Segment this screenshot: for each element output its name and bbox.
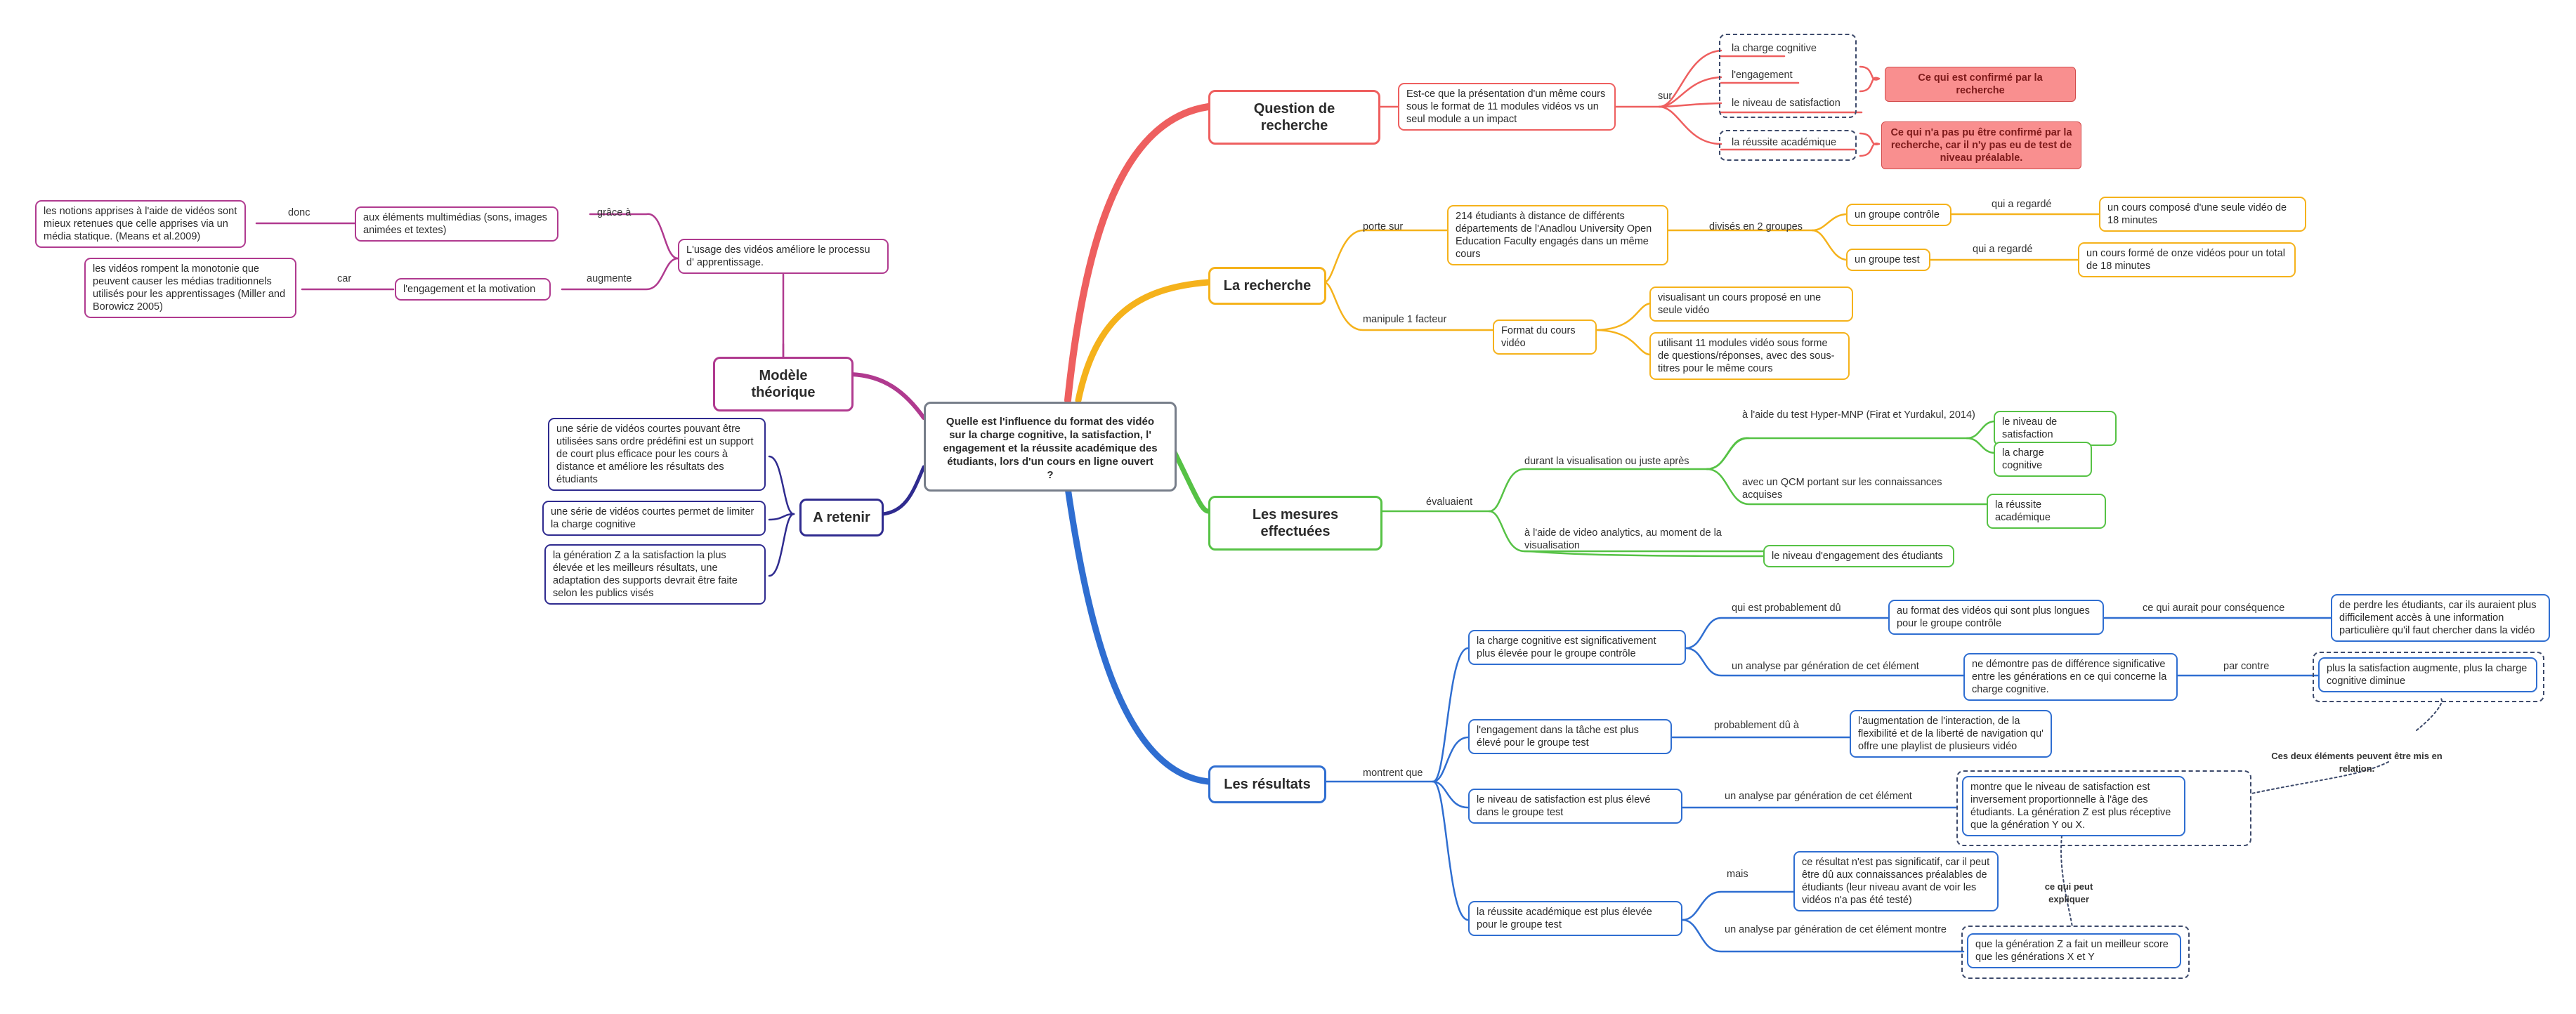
- retenir-item-2[interactable]: une série de vidéos courtes permet de li…: [542, 501, 766, 536]
- note-expliquer: ce qui peut expliquer: [2044, 881, 2093, 904]
- note-confirmed: Ce qui est confirmé par la recherche: [1885, 67, 2076, 102]
- label-analyse-generation-1: un analyse par génération de cet élément: [1732, 661, 1919, 672]
- label-par-contre: par contre: [2223, 661, 2270, 672]
- retenir-item-1[interactable]: une série de vidéos courtes pouvant être…: [548, 418, 766, 491]
- mesure-reussite[interactable]: la réussite académique: [1987, 494, 2106, 529]
- engagement-motivation[interactable]: l'engagement et la motivation: [395, 278, 551, 301]
- label-augmente: augmente: [587, 273, 632, 284]
- label-qui-a-regarde-controle: qui a regardé: [1992, 199, 2052, 210]
- item-niveau-satisfaction[interactable]: le niveau de satisfaction: [1732, 98, 1841, 109]
- resultat-non-significatif[interactable]: ce résultat n'est pas significatif, car …: [1793, 851, 1999, 911]
- usage-videos[interactable]: L'usage des vidéos améliore le processu …: [678, 239, 889, 274]
- label-analyse-generation-2: un analyse par génération de cet élément: [1725, 791, 1912, 802]
- branch-modele: [849, 372, 926, 420]
- format-cours-video[interactable]: Format du cours vidéo: [1493, 320, 1597, 355]
- item-reussite-academique[interactable]: la réussite académique: [1732, 137, 1837, 148]
- label-qui-a-regarde-test: qui a regardé: [1973, 244, 2033, 255]
- format-11-modules[interactable]: utilisant 11 modules vidéo sous forme de…: [1649, 332, 1850, 380]
- pas-difference-generations[interactable]: ne démontre pas de différence significat…: [1963, 653, 2178, 701]
- satisfaction-charge-relation[interactable]: plus la satisfaction augmente, plus la c…: [2318, 657, 2537, 692]
- a-retenir-node[interactable]: A retenir: [799, 499, 884, 536]
- dashed-group-not-confirmed: [1719, 130, 1857, 161]
- la-recherche-node[interactable]: La recherche: [1208, 267, 1326, 305]
- label-donc: donc: [288, 207, 310, 218]
- cours-controle[interactable]: un cours composé d'une seule vidéo de 18…: [2099, 197, 2306, 232]
- note-not-confirmed: Ce qui n'a pas pu être confirmé par la r…: [1881, 121, 2081, 169]
- label-divises-2-groupes: divisés en 2 groupes: [1709, 221, 1803, 232]
- resultat-engagement[interactable]: l'engagement dans la tâche est plus élev…: [1468, 719, 1672, 754]
- branch-question: [1064, 103, 1212, 404]
- question-text[interactable]: Est-ce que la présentation d'un même cou…: [1398, 83, 1616, 131]
- label-mais: mais: [1727, 869, 1748, 880]
- note-relation: Ces deux éléments peuvent être mis en re…: [2271, 751, 2443, 774]
- label-sur: sur: [1658, 91, 1673, 102]
- elements-multimedias[interactable]: aux éléments multimédias (sons, images a…: [355, 206, 558, 242]
- label-porte-sur: porte sur: [1363, 221, 1404, 232]
- dashed-group-confirmed: [1719, 34, 1857, 118]
- resultat-reussite[interactable]: la réussite académique est plus élevée p…: [1468, 901, 1682, 936]
- students-description[interactable]: 214 étudiants à distance de différents d…: [1447, 205, 1668, 265]
- label-grace-a: grâce à: [597, 207, 632, 218]
- label-test-hyper-mnp: à l'aide du test Hyper-MNP (Firat et Yur…: [1742, 409, 1975, 421]
- label-montrent-que: montrent que: [1363, 768, 1423, 779]
- label-car: car: [337, 273, 352, 284]
- notions-apprises[interactable]: les notions apprises à l'aide de vidéos …: [35, 200, 246, 248]
- cours-test[interactable]: un cours formé de onze vidéos pour un to…: [2078, 242, 2296, 277]
- branch-recherche: [1075, 279, 1212, 404]
- generation-z-score[interactable]: que la génération Z a fait un meilleur s…: [1967, 933, 2181, 968]
- augmentation-interaction[interactable]: l'augmentation de l'interaction, de la f…: [1850, 710, 2052, 758]
- label-probablement-du: qui est probablement dû: [1732, 603, 1841, 614]
- label-consequence: ce qui aurait pour conséquence: [2143, 603, 2285, 614]
- branch-resultats: [1064, 485, 1212, 785]
- resultat-satisfaction[interactable]: le niveau de satisfaction est plus élevé…: [1468, 789, 1682, 824]
- retenir-item-3[interactable]: la génération Z a la satisfaction la plu…: [544, 544, 766, 605]
- label-analyse-generation-3: un analyse par génération de cet élément…: [1725, 924, 1947, 935]
- item-charge-cognitive[interactable]: la charge cognitive: [1732, 43, 1817, 54]
- branch-retenir: [881, 465, 926, 516]
- label-qcm: avec un QCM portant sur les connaissance…: [1742, 477, 1942, 501]
- mesure-engagement[interactable]: le niveau d'engagement des étudiants: [1763, 545, 1954, 567]
- question-de-recherche-node[interactable]: Question de recherche: [1208, 90, 1380, 145]
- dashed-group-generation-z: [1961, 926, 2190, 979]
- label-evaluaient: évaluaient: [1426, 496, 1473, 508]
- resultats-node[interactable]: Les résultats: [1208, 765, 1326, 803]
- perdre-etudiants[interactable]: de perdre les étudiants, car ils auraien…: [2331, 594, 2550, 642]
- dashed-group-satisfaction-charge: [2313, 652, 2544, 702]
- branch-mesures: [1170, 447, 1211, 514]
- resultat-charge-cognitive[interactable]: la charge cognitive est significativemen…: [1468, 630, 1686, 665]
- label-probablement-du-a: probablement dû à: [1714, 720, 1799, 731]
- label-durant-visualisation: durant la visualisation ou juste après: [1524, 456, 1689, 467]
- format-une-video[interactable]: visualisant un cours proposé en une seul…: [1649, 287, 1853, 322]
- modele-theorique-node[interactable]: Modèle théorique: [713, 357, 854, 411]
- satisfaction-age[interactable]: montre que le niveau de satisfaction est…: [1962, 776, 2185, 836]
- central-question[interactable]: Quelle est l'influence du format des vid…: [924, 402, 1177, 492]
- mesure-satisfaction[interactable]: le niveau de satisfaction: [1994, 411, 2117, 446]
- label-manipule-facteur: manipule 1 facteur: [1363, 314, 1447, 325]
- groupe-test[interactable]: un groupe test: [1846, 249, 1930, 271]
- mesure-charge-cognitive[interactable]: la charge cognitive: [1994, 442, 2092, 477]
- groupe-controle[interactable]: un groupe contrôle: [1846, 204, 1951, 226]
- format-videos-longues[interactable]: au format des vidéos qui sont plus longu…: [1888, 600, 2104, 635]
- label-video-analytics: à l'aide de video analytics, au moment d…: [1524, 527, 1722, 551]
- videos-monotonie[interactable]: les vidéos rompent la monotonie que peuv…: [84, 258, 296, 318]
- mesures-effectuees-node[interactable]: Les mesures effectuées: [1208, 496, 1382, 551]
- dashed-group-satisfaction-age: [1956, 770, 2251, 846]
- item-engagement[interactable]: l'engagement: [1732, 70, 1793, 81]
